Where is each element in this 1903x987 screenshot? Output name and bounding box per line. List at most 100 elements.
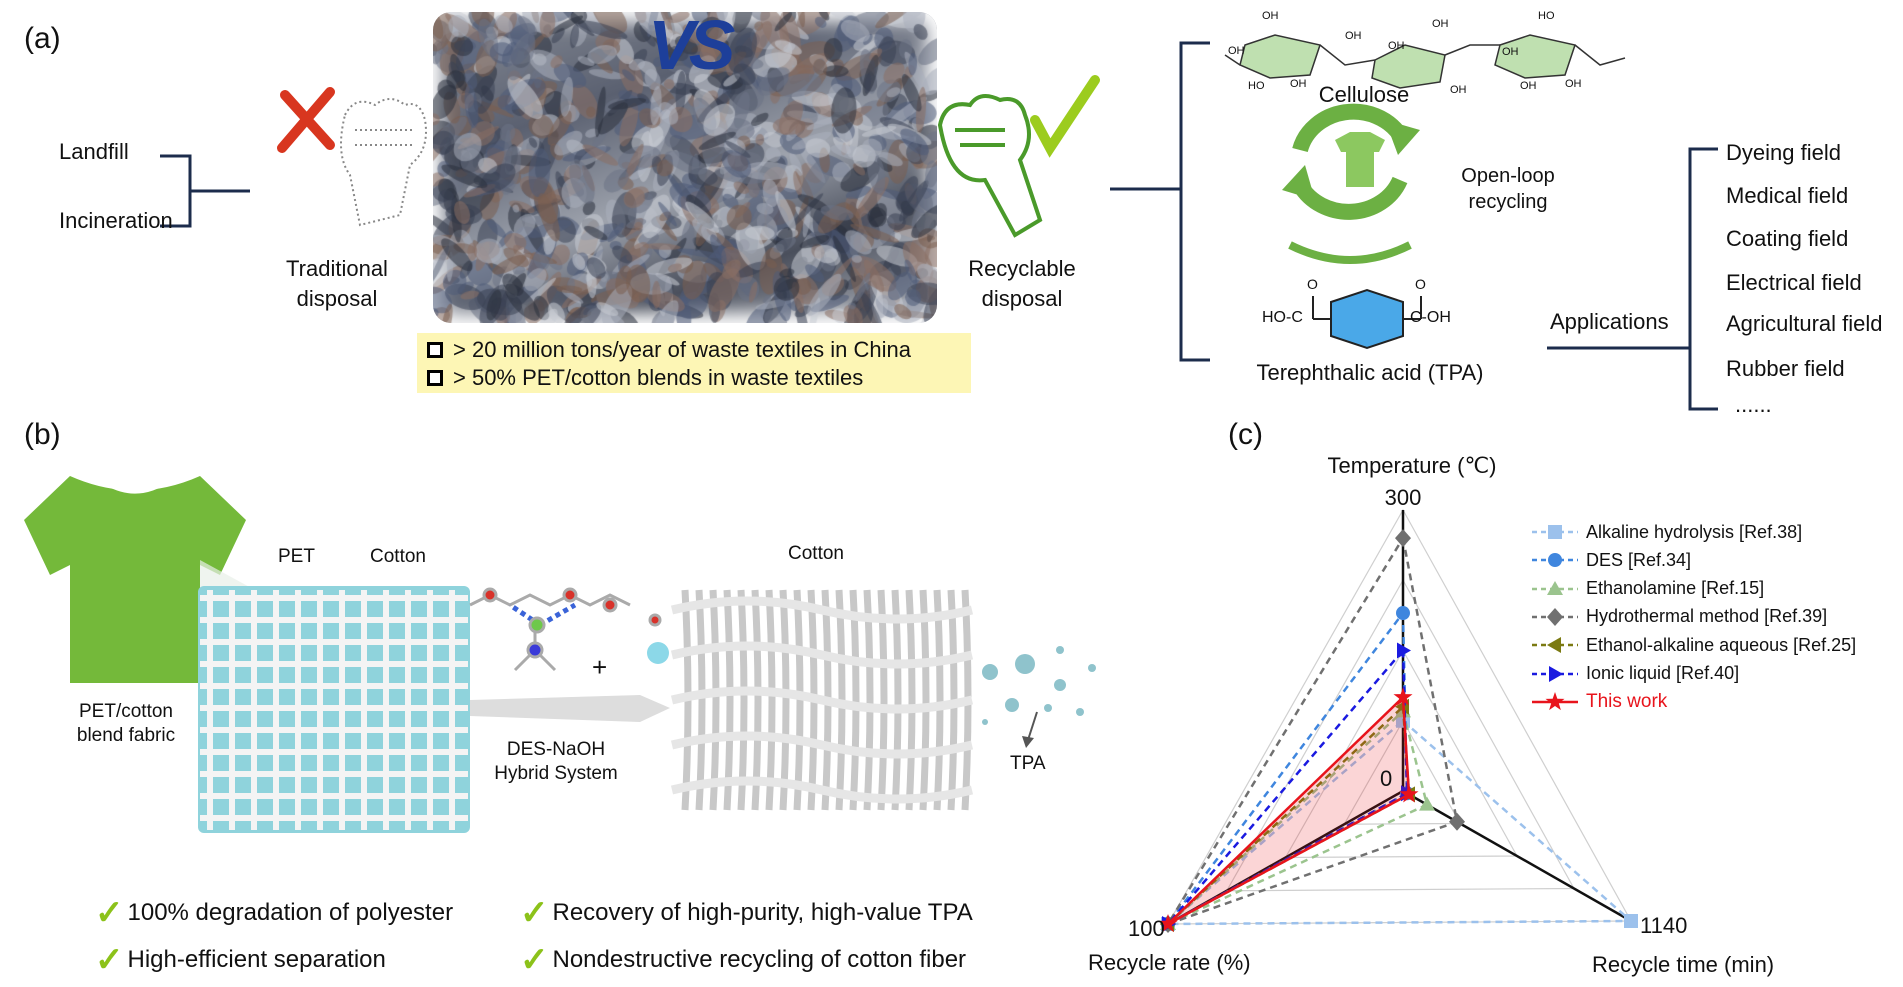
legend-swatch [1532, 691, 1578, 710]
fact-item: > 50% PET/cotton blends in waste textile… [417, 364, 971, 392]
cellulose-group: OH [1388, 40, 1405, 52]
tpa-group-left: HO-C [1262, 309, 1303, 326]
panel-c-label: (c) [1228, 418, 1263, 451]
check-icon: ✓ [520, 941, 549, 979]
panel-b-label: (b) [24, 418, 61, 451]
legend-swatch [1532, 525, 1578, 539]
tpa-particle [1005, 698, 1019, 712]
bracket-traditional [160, 154, 250, 228]
series-line [1164, 719, 1635, 926]
legend-label: This work [1586, 690, 1668, 712]
data-point-diamond [1449, 812, 1465, 831]
legend-label: Ethanolamine [Ref.15] [1586, 578, 1765, 599]
tpa-particle [1076, 708, 1084, 716]
tpa-particle [1015, 654, 1035, 674]
square-bullet-icon [427, 342, 443, 358]
check-icon [1030, 75, 1100, 158]
legend-item: This work [1530, 690, 1667, 714]
cellulose-group: OH [1290, 78, 1307, 90]
legend-swatch [1532, 580, 1578, 595]
facts-box: > 20 million tons/year of waste textiles… [417, 333, 971, 393]
tpa-particle [1088, 664, 1096, 672]
tpa-product-label: TPA [1010, 753, 1046, 774]
data-point-circle [1396, 606, 1410, 621]
legend-swatch [1532, 665, 1578, 682]
tpa-label: Terephthalic acid (TPA) [1256, 360, 1484, 385]
waste-textiles-photo [433, 12, 937, 323]
application-field: Dyeing field [1726, 140, 1841, 165]
cellulose-group: HO [1538, 10, 1555, 22]
feature-text: High-efficient separation [127, 946, 386, 973]
series-line [1165, 534, 1459, 927]
series-line [1167, 694, 1411, 926]
feature-text: 100% degradation of polyester [127, 899, 454, 926]
application-field: Medical field [1726, 183, 1849, 208]
legend-label: Hydrothermal method [Ref.39] [1586, 606, 1828, 627]
feature-item: ✓Nondestructive recycling of cotton fibe… [520, 940, 966, 980]
bracket-recyclable [1110, 41, 1210, 362]
fact-text: > 50% PET/cotton blends in waste textile… [453, 365, 864, 390]
check-icon: ✓ [95, 894, 124, 932]
tpa-arrow [1027, 711, 1038, 741]
data-point-triangle-left [1547, 637, 1561, 654]
tpa-particle [982, 719, 988, 725]
series-line [1167, 704, 1411, 926]
legend-item: Hydrothermal method [Ref.39] [1530, 605, 1827, 629]
tpa-particle [1056, 646, 1064, 654]
axis-title-temperature: Temperature (℃) [1327, 453, 1497, 478]
feature-text: Recovery of high-purity, high-value TPA [552, 899, 973, 926]
data-point-diamond [1547, 607, 1563, 626]
cellulose-group: OH [1502, 46, 1519, 58]
tpa-particle [982, 664, 998, 680]
series-this-work [1158, 687, 1419, 933]
tpa-oxygen-right: O [1415, 276, 1426, 292]
legend-swatch [1532, 637, 1578, 654]
cellulose-group: OH [1450, 84, 1467, 96]
open-loop-label: Open-loop recycling [1461, 165, 1555, 213]
data-point-triangle-up [1419, 796, 1435, 811]
tpa-group-right: C-OH [1410, 309, 1451, 326]
option-incineration: Incineration [59, 208, 173, 233]
recyclable-disposal-label: Recyclable disposal [968, 256, 1076, 311]
application-field: Coating field [1726, 226, 1849, 251]
square-bullet-icon [427, 370, 443, 386]
check-icon: ✓ [95, 941, 124, 979]
data-point-triangle-up [1547, 580, 1563, 595]
cellulose-group: OH [1345, 30, 1362, 42]
traditional-disposal-label: Traditional disposal [286, 256, 388, 311]
axis-max-temperature: 300 [1384, 485, 1422, 510]
legend-swatch [1532, 607, 1578, 626]
cotton-label-2: Cotton [788, 543, 844, 564]
system-label: DES-NaOH Hybrid System [494, 739, 618, 784]
blend-fabric [198, 586, 470, 833]
feature-text: Nondestructive recycling of cotton fiber [552, 946, 967, 973]
feature-item: ✓High-efficient separation [95, 940, 386, 980]
data-point-diamond [1395, 529, 1411, 548]
data-point-star [1393, 687, 1413, 706]
cotton-label: Cotton [370, 546, 426, 567]
tpa-particle [1044, 704, 1052, 712]
cellulose-group: OH [1520, 80, 1537, 92]
data-point-square [1624, 914, 1638, 928]
application-field: Electrical field [1726, 270, 1862, 295]
cellulose-group: OH [1565, 78, 1582, 90]
legend-label: Ethanol-alkaline aqueous [Ref.25] [1586, 634, 1857, 655]
cellulose-group: OH [1262, 10, 1279, 22]
data-point-circle [1548, 553, 1562, 568]
legend-item: Alkaline hydrolysis [Ref.38] [1530, 520, 1802, 544]
feature-item: ✓100% degradation of polyester [95, 893, 453, 933]
option-landfill: Landfill [59, 139, 129, 164]
vs-logo: VS [648, 6, 735, 84]
data-point-star [1158, 914, 1178, 933]
legend-item: DES [Ref.34] [1530, 548, 1691, 572]
cellulose-structure [1224, 34, 1626, 89]
axis-max-time: 1140 [1640, 913, 1688, 938]
applications-label: Applications [1550, 309, 1669, 334]
plus-sign: + [592, 652, 608, 682]
data-point-square [1548, 525, 1562, 539]
legend-item: Ethanolamine [Ref.15] [1530, 577, 1764, 601]
axis-zero-label: 0 [1380, 766, 1393, 791]
tpa-structure [1312, 288, 1422, 350]
tpa-particles [982, 646, 1096, 725]
